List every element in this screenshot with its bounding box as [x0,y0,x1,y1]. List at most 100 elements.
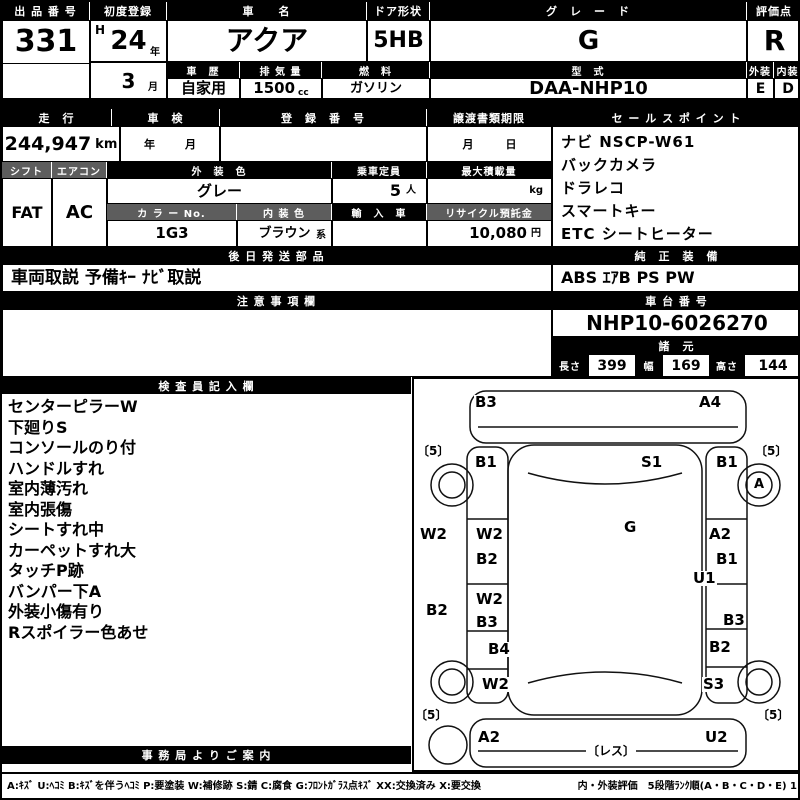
sales-point-item: スマートキー [561,202,657,220]
damage-code-right-sill: U1 [692,569,717,587]
inspector-note: ハンドルすれ [8,458,105,478]
color-number-header: カ ラ ー No. [107,204,237,220]
inspector-note: 室内張傷 [8,499,73,519]
interior-color-header: 内 装 色 [237,204,332,220]
recycle-deposit-header: リサイクル預託金 [427,204,552,220]
damage-code-left-door-2a: W2 [475,590,504,608]
damage-code-trunk-right: A4 [698,393,723,411]
damage-code-front-left: A2 [477,728,502,746]
office-info-header: 事 務 局 よ り ご 案 内 [2,746,412,764]
max-load-header: 最大積載量 [427,162,552,178]
damage-code-left-rear-fender: W2 [481,675,510,693]
damage-code-wheel-top-right: A [753,477,766,492]
transfer-docs-header: 譲渡書類期限 [427,109,552,126]
exterior-color-header: 外 装 色 [107,162,332,178]
damage-diagram: B3 A4 〔5〕 〔5〕 B1 S1 B1 A W2 W2 B2 G A2 B… [412,377,798,772]
mileage-value: 244,947 [4,132,92,155]
car-name-value: アクア [167,20,367,62]
interior-score-value: D [774,78,798,99]
interior-color-value: ブラウン [258,226,311,241]
car-outline-drawing [428,390,781,768]
inspector-notes-header: 検 査 員 記 入 欄 [2,377,412,394]
sales-point-item: ETC シートヒーター [561,225,714,243]
year-unit-label: 年 [150,47,160,58]
damage-code-door-top-right: B1 [715,453,739,471]
grade-value: G [430,20,747,62]
tire-rating-bottom-left: 〔5〕 [414,708,449,722]
damage-code-left-fender-2: B2 [425,601,449,619]
recycle-deposit-value: 10,080 [469,224,527,242]
door-shape-header: ドア形状 [367,2,430,20]
inspector-note: センターピラーW [8,397,138,416]
inspection-month-hint: 月 [185,137,196,151]
registration-number-cell [220,126,427,162]
first-registration-year-cell: H 24 年 [90,20,167,62]
exterior-score-header: 外装 [747,62,774,78]
legend-bar: A:ｷｽﾞ U:ﾍｺﾐ B:ｷｽﾞを伴うﾍｺﾐ P:要塗装 W:補修跡 S:錆 … [2,774,798,798]
inspector-note: バンパー下A [8,581,102,601]
interior-color-cell: ブラウン 系 [237,220,332,247]
lot-number-value: 331 [2,20,90,64]
tire-rating-bottom-right: 〔5〕 [756,708,791,722]
inspection-header: 車 検 [112,109,220,126]
history-header: 車 歴 [167,62,240,78]
damage-code-right-rear-fender: S3 [702,675,726,693]
later-parts-header: 後 日 発 送 部 品 [2,247,552,264]
inspector-note: 室内薄汚れ [8,479,89,498]
legend-damage-codes: A:ｷｽﾞ U:ﾍｺﾐ B:ｷｽﾞを伴うﾍｺﾐ P:要塗装 W:補修跡 S:錆 … [7,781,481,792]
damage-code-right-door-1b: B1 [715,550,739,568]
first-registration-month: 3 [121,68,136,93]
height-value: 144 [744,354,798,377]
transfer-day-hint: 日 [505,137,517,151]
width-value: 169 [662,354,710,377]
inspector-note: タッチP跡 [8,561,84,580]
damage-code-roof: G [623,518,638,536]
exterior-score-value: E [747,78,774,99]
month-unit-label: 月 [148,82,158,93]
separator-band [2,99,798,109]
length-value: 399 [588,354,636,377]
inspector-note: Rスポイラー色あせ [8,622,149,642]
aircon-value: AC [52,178,107,247]
score-value: R [747,20,798,62]
later-parts-value: 車両取説 予備ｷｰ ﾅﾋﾞ取説 [2,264,552,292]
legend-rank-scale: 内・外装評価 5段階ﾗﾝｸ順(A・B・C・D・E) 1 [577,781,797,792]
displacement-value: 1500 [253,79,296,97]
damage-code-door-top-left: B1 [474,453,498,471]
inspector-note: 下廻りS [8,417,68,437]
inspection-year-hint: 年 [144,137,155,151]
mileage-header: 走 行 [2,109,112,126]
damage-code-rear-panel: S1 [640,453,664,471]
capacity-unit: 人 [406,185,416,196]
color-number-value: 1G3 [107,220,237,247]
lot-number-header: 出 品 番 号 [2,2,90,20]
interior-score-header: 内装 [774,62,798,78]
damage-code-left-door-1b: B2 [475,550,499,568]
chassis-number-header: 車 台 番 号 [552,292,798,309]
column-divider [551,99,553,377]
fuel-header: 燃 料 [322,62,430,78]
tire-rating-top-left: 〔5〕 [416,444,451,458]
max-load-cell: kg [427,178,552,204]
damage-code-left-fender-1: W2 [419,525,448,543]
damage-code-trunk-left: B3 [474,393,498,411]
sales-points-block: ナビ NSCP-W61 バックカメラ ドラレコ スマートキー ETC シートヒー… [552,126,798,247]
inspector-notes-block: センターピラーW 下廻りS コンソールのり付 ハンドルすれ 室内薄汚れ 室内張傷… [2,394,412,744]
inspector-note: 外装小傷有り [8,602,105,621]
height-label: 高さ [710,354,744,377]
damage-code-left-door-2b: B3 [475,613,499,631]
import-car-cell [332,220,427,247]
first-registration-header: 初度登録 [90,2,167,20]
door-shape-value: 5HB [367,20,430,62]
recycle-deposit-cell: 10,080 円 [427,220,552,247]
first-registration-month-cell: 3 月 [90,62,167,99]
damage-code-right-door-2a: B3 [722,611,746,629]
mileage-cell: 244,947 km [2,126,120,162]
registration-number-header: 登 録 番 号 [220,109,427,126]
caution-cell [2,309,552,377]
length-label: 長さ [552,354,588,377]
spare-tire-note: 〔レス〕 [586,744,637,758]
damage-code-front-right: U2 [704,728,729,746]
car-name-header: 車 名 [167,2,367,20]
displacement-header: 排 気 量 [240,62,322,78]
